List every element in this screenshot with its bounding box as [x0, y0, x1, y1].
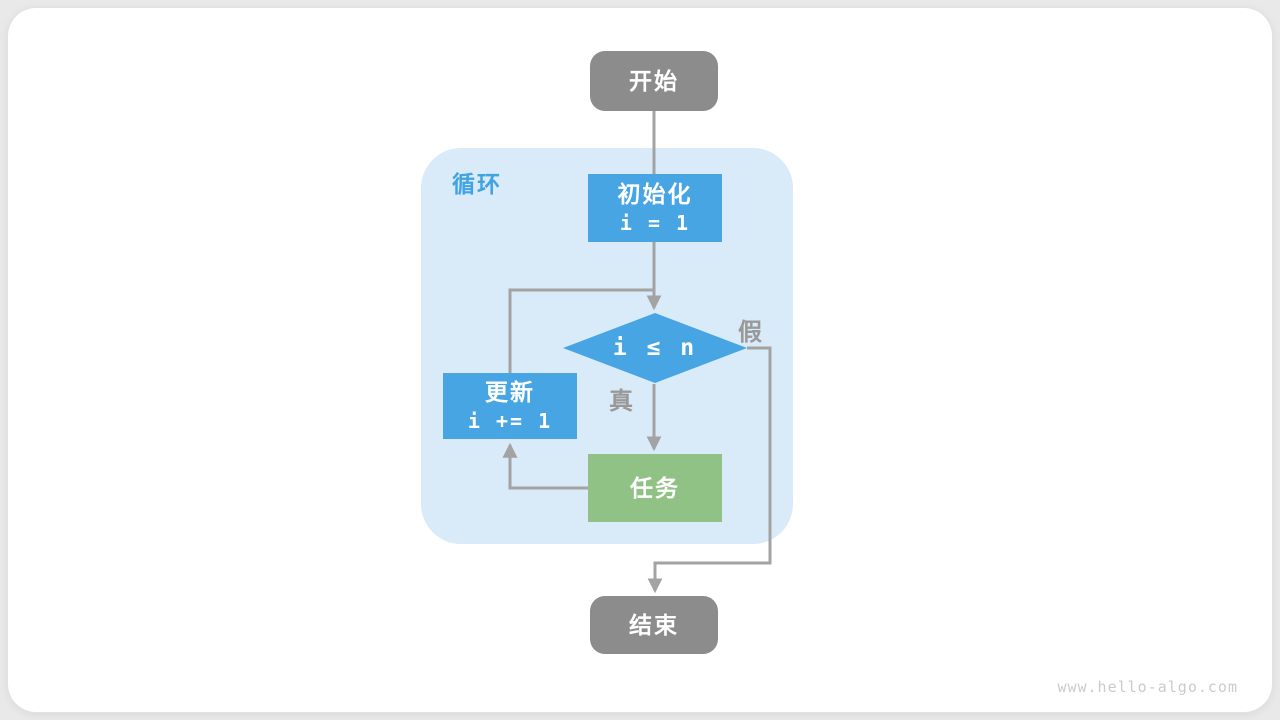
loop-region-label: 循环	[452, 171, 502, 197]
true-branch-label: 真	[609, 388, 633, 415]
init-node: 初始化 i = 1	[588, 174, 722, 242]
connector-update-junction	[508, 288, 654, 373]
end-node-label: 结束	[629, 611, 679, 638]
task-node: 任务	[588, 454, 722, 522]
init-node-label: 初始化	[617, 181, 693, 208]
update-node-code: i += 1	[467, 408, 553, 433]
update-node: 更新 i += 1	[443, 373, 577, 439]
start-node-label: 开始	[629, 67, 679, 94]
init-node-code: i = 1	[619, 210, 691, 235]
start-node: 开始	[590, 51, 718, 111]
end-node: 结束	[590, 596, 718, 654]
site-watermark: www.hello-algo.com	[1057, 678, 1238, 696]
false-branch-label: 假	[738, 319, 762, 346]
task-node-label: 任务	[630, 474, 680, 501]
connector-task-update	[502, 442, 588, 490]
connector-condition-end	[647, 346, 772, 594]
condition-expression: i ≤ n	[612, 335, 698, 361]
update-node-label: 更新	[485, 379, 535, 406]
